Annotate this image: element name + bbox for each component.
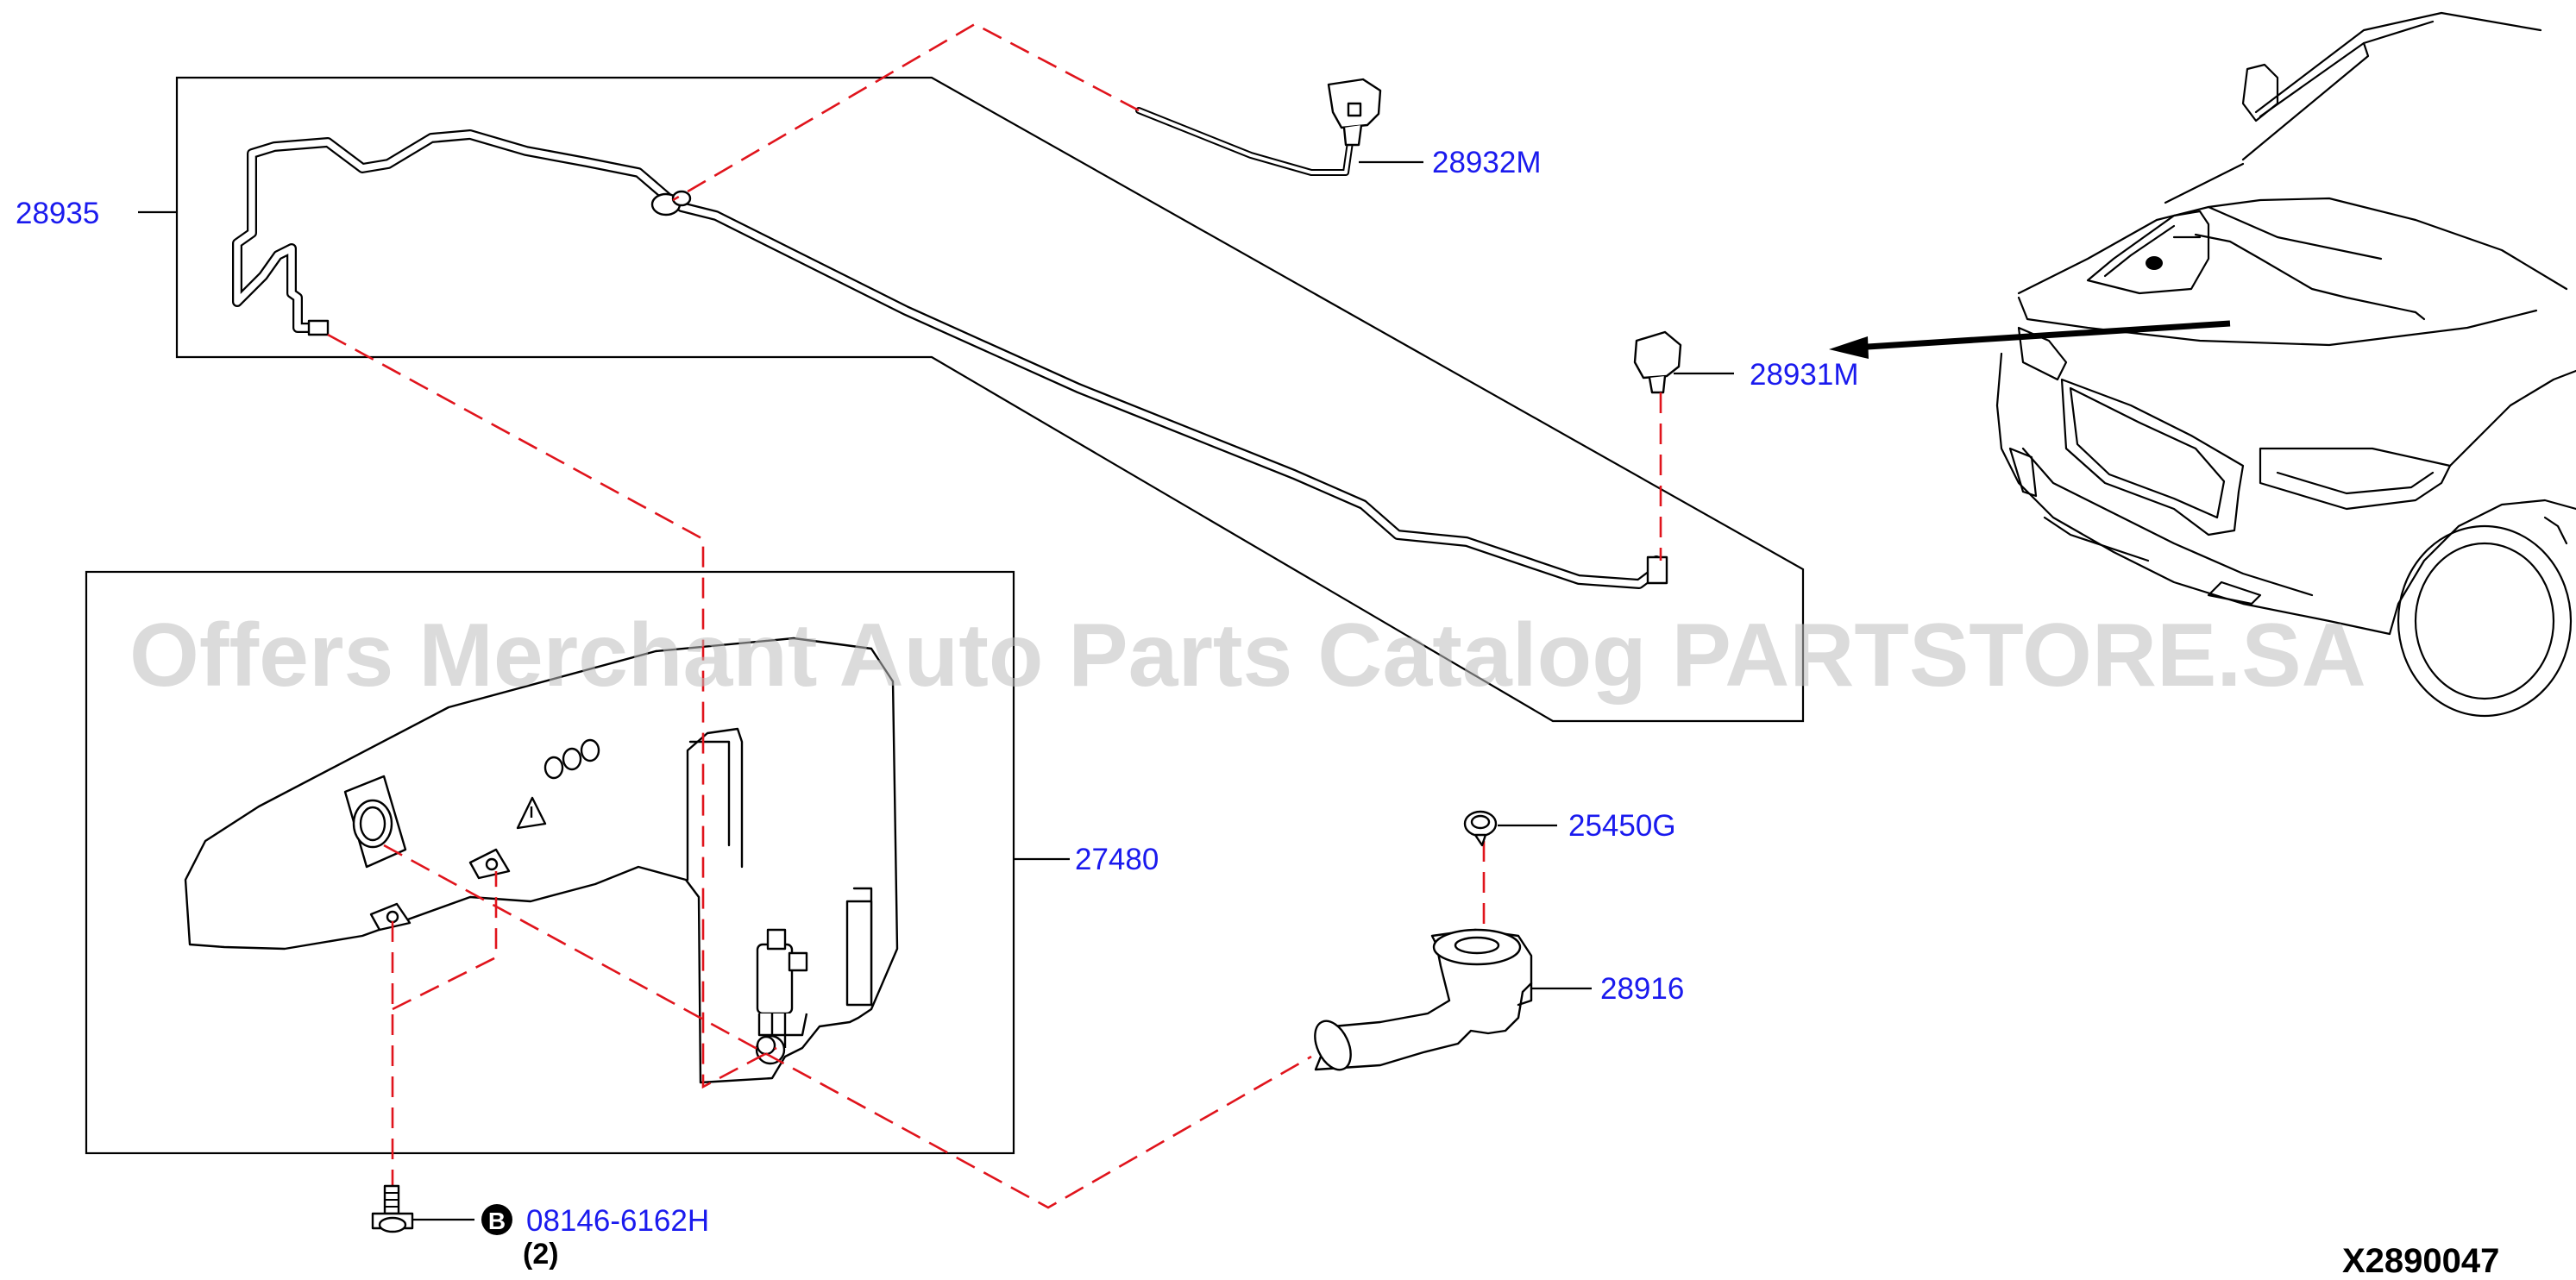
reservoir-frame — [85, 570, 1015, 1155]
reservoir-tank[interactable] — [184, 637, 899, 1084]
bolt-quantity: (2) — [523, 1238, 559, 1271]
bolt[interactable] — [371, 1184, 414, 1233]
part-label-28916[interactable]: 28916 — [1600, 972, 1684, 1006]
part-label-28931m[interactable]: 28931M — [1750, 358, 1858, 392]
diagram-code: X2890047 — [2342, 1242, 2499, 1280]
assembly-line-hose-to-pump — [327, 333, 777, 1089]
assembly-line-upper — [672, 22, 1140, 202]
washer-pump[interactable] — [755, 928, 808, 1065]
nozzle-hose[interactable] — [1135, 107, 1354, 176]
cap[interactable] — [1463, 810, 1498, 847]
inlet-pipe[interactable] — [1308, 928, 1533, 1076]
assembly-line-inlet — [383, 844, 1312, 1209]
part-label-27480[interactable]: 27480 — [1075, 843, 1159, 876]
bolt-callout-b: B — [481, 1204, 512, 1235]
assembly-line-bolt-2 — [392, 871, 498, 1011]
part-label-28932m[interactable]: 28932M — [1432, 146, 1541, 179]
watermark: Offers Merchant Auto Parts Catalog PARTS… — [129, 605, 2366, 706]
part-label-28935[interactable]: 28935 — [16, 197, 99, 230]
part-label-25450g[interactable]: 25450G — [1568, 809, 1676, 843]
part-label-08146-6162h[interactable]: 08146-6162H — [526, 1204, 709, 1238]
vehicle-location-sketch — [1995, 11, 2576, 718]
hose-assembly-frame — [175, 76, 1805, 723]
location-arrow — [1829, 320, 2231, 359]
svg-text:B: B — [488, 1208, 506, 1234]
nozzle-left[interactable] — [1327, 78, 1382, 147]
washer-hose[interactable] — [232, 129, 1668, 589]
nozzle-right[interactable] — [1633, 330, 1682, 394]
